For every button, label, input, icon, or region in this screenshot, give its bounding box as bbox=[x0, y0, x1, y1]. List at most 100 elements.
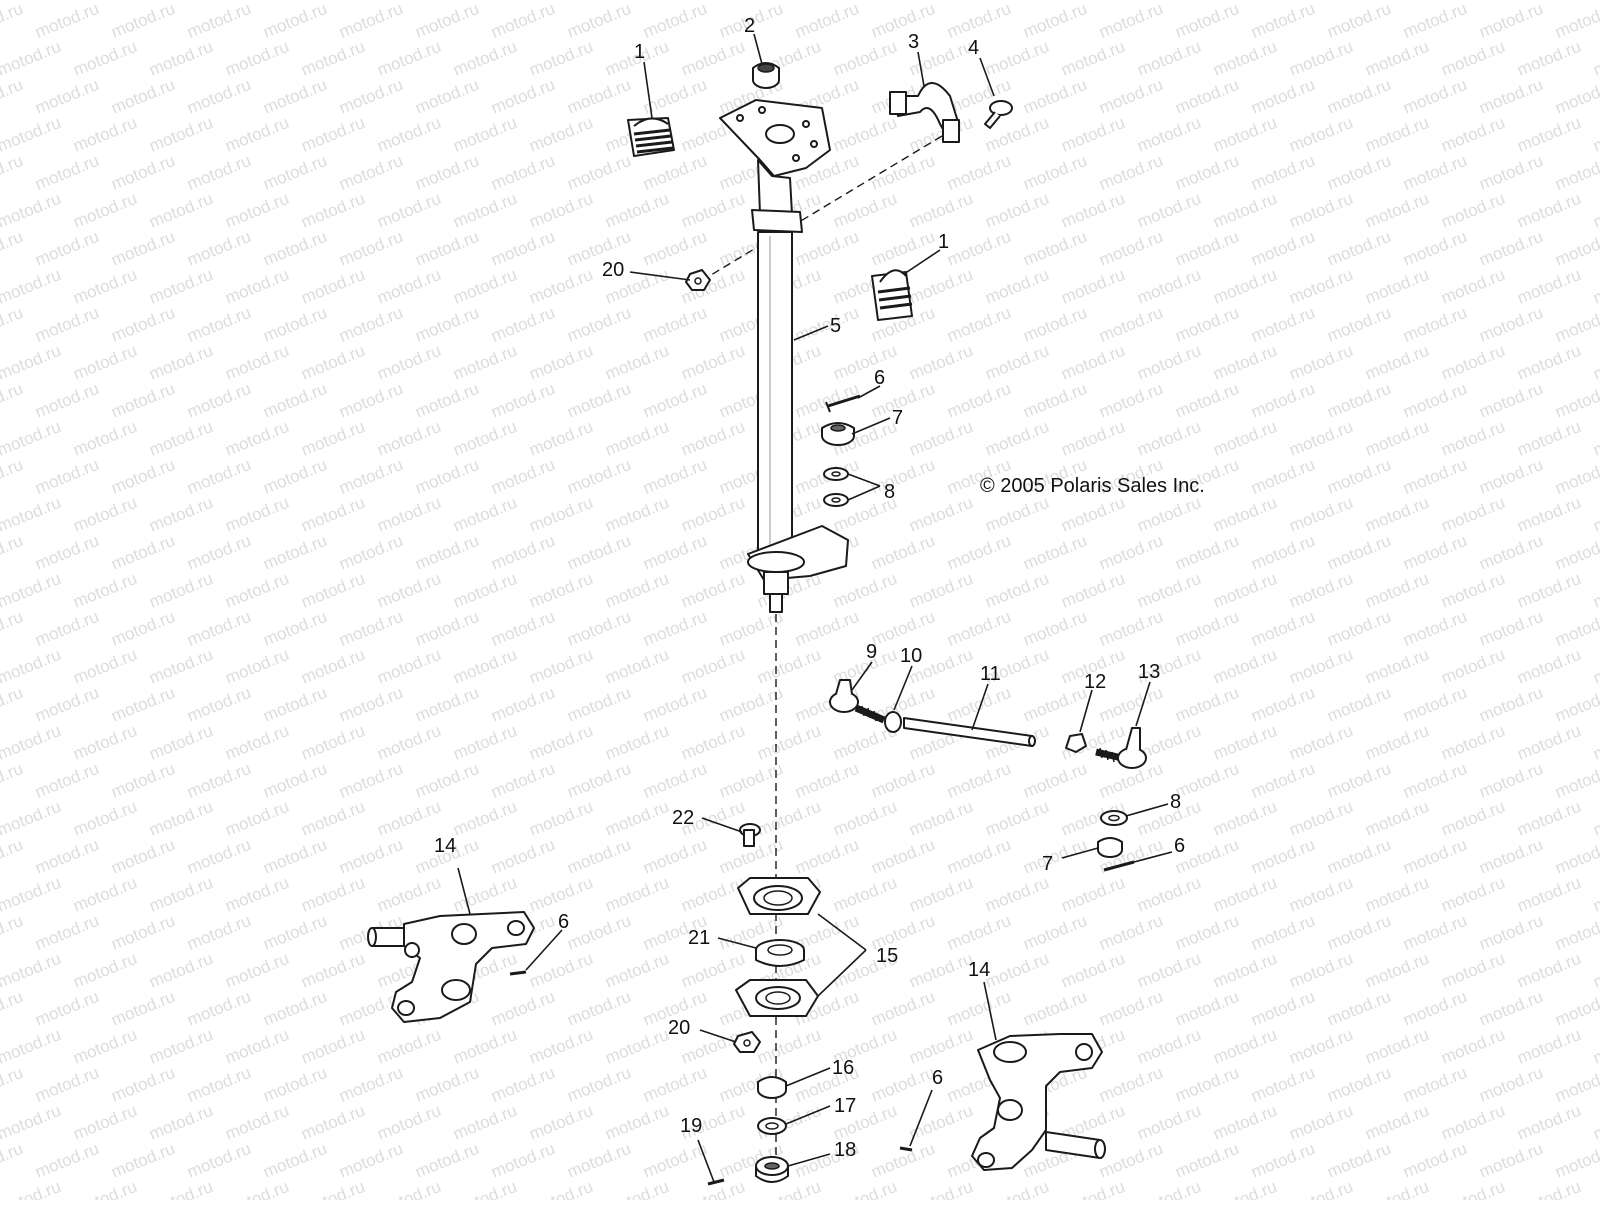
watermark-text: motod.ru bbox=[1400, 303, 1469, 346]
watermark-text: motod.ru bbox=[488, 455, 557, 498]
watermark-text: motod.ru bbox=[1096, 911, 1165, 954]
callout-1: 1 bbox=[938, 231, 949, 253]
watermark-text: motod.ru bbox=[1552, 379, 1600, 422]
watermark-text: motod.ru bbox=[488, 1063, 557, 1106]
watermark-text: motod.ru bbox=[1058, 265, 1127, 308]
watermark-text: motod.ru bbox=[1058, 0, 1127, 4]
watermark-text: motod.ru bbox=[450, 37, 519, 80]
watermark-text: motod.ru bbox=[564, 0, 633, 42]
watermark-text: motod.ru bbox=[1324, 835, 1393, 878]
watermark-text: motod.ru bbox=[450, 569, 519, 612]
watermark-text: motod.ru bbox=[1172, 1139, 1241, 1182]
watermark-text: motod.ru bbox=[336, 683, 405, 726]
watermark-text: motod.ru bbox=[70, 797, 139, 840]
watermark-text: motod.ru bbox=[526, 873, 595, 916]
part-21-bearing bbox=[755, 939, 805, 967]
watermark-text: motod.ru bbox=[1362, 341, 1431, 384]
watermark-text: motod.ru bbox=[1172, 607, 1241, 650]
watermark-text: motod.ru bbox=[260, 531, 329, 574]
watermark-text: motod.ru bbox=[944, 759, 1013, 802]
watermark-text: motod.ru bbox=[184, 911, 253, 954]
watermark-text: motod.ru bbox=[374, 37, 443, 80]
watermark-text: motod.ru bbox=[488, 683, 557, 726]
copyright-notice: © 2005 Polaris Sales Inc. bbox=[980, 475, 1205, 497]
watermark-text: motod.ru bbox=[602, 797, 671, 840]
watermark-text: motod.ru bbox=[1552, 75, 1600, 118]
watermark-text: motod.ru bbox=[412, 683, 481, 726]
watermark-text: motod.ru bbox=[374, 0, 443, 4]
part-11-tie-rod bbox=[903, 717, 1036, 747]
watermark-text: motod.ru bbox=[374, 569, 443, 612]
callout-8: 8 bbox=[884, 481, 895, 503]
watermark-text: motod.ru bbox=[70, 113, 139, 156]
watermark-text: motod.ru bbox=[602, 873, 671, 916]
watermark-text: motod.ru bbox=[1514, 37, 1583, 80]
watermark-text: motod.ru bbox=[830, 341, 899, 384]
part-6-cotter-pin-left bbox=[509, 970, 527, 976]
watermark-text: motod.ru bbox=[1514, 949, 1583, 992]
watermark-text: motod.ru bbox=[602, 0, 671, 4]
watermark-text: motod.ru bbox=[1552, 683, 1600, 726]
watermark-text: motod.ru bbox=[868, 607, 937, 650]
watermark-text: motod.ru bbox=[0, 683, 26, 726]
part-3-clamp bbox=[889, 82, 960, 143]
watermark-text: motod.ru bbox=[564, 911, 633, 954]
watermark-text: motod.ru bbox=[1438, 417, 1507, 460]
watermark-text: motod.ru bbox=[1096, 1063, 1165, 1106]
watermark-text: motod.ru bbox=[1134, 1025, 1203, 1068]
assembly-line-bolt bbox=[705, 135, 943, 279]
watermark-text: motod.ru bbox=[0, 1063, 26, 1106]
watermark-text: motod.ru bbox=[108, 683, 177, 726]
watermark-text: motod.ru bbox=[1248, 987, 1317, 1030]
watermark-text: motod.ru bbox=[1324, 987, 1393, 1030]
watermark-text: motod.ru bbox=[108, 835, 177, 878]
watermark-text: motod.ru bbox=[1324, 531, 1393, 574]
watermark-text: motod.ru bbox=[0, 569, 64, 612]
watermark-text: motod.ru bbox=[0, 341, 64, 384]
watermark-text: motod.ru bbox=[260, 607, 329, 650]
watermark-text: motod.ru bbox=[982, 341, 1051, 384]
watermark-text: motod.ru bbox=[526, 341, 595, 384]
watermark-text: motod.ru bbox=[32, 227, 101, 270]
watermark-text: motod.ru bbox=[450, 189, 519, 232]
watermark-text: motod.ru bbox=[1362, 569, 1431, 612]
watermark-text: motod.ru bbox=[868, 0, 937, 42]
watermark-text: motod.ru bbox=[374, 721, 443, 764]
watermark-text: motod.ru bbox=[222, 721, 291, 764]
watermark-text: motod.ru bbox=[298, 721, 367, 764]
watermark-text: motod.ru bbox=[754, 721, 823, 764]
watermark-text: motod.ru bbox=[298, 949, 367, 992]
watermark-text: motod.ru bbox=[32, 1139, 101, 1182]
watermark-text: motod.ru bbox=[298, 873, 367, 916]
watermark-text: motod.ru bbox=[336, 759, 405, 802]
watermark-text: motod.ru bbox=[1286, 0, 1355, 4]
watermark-text: motod.ru bbox=[1438, 873, 1507, 916]
watermark-text: motod.ru bbox=[0, 949, 64, 992]
watermark-text: motod.ru bbox=[108, 0, 177, 42]
watermark-text: motod.ru bbox=[1286, 569, 1355, 612]
callout-14: 14 bbox=[434, 835, 456, 857]
watermark-text: motod.ru bbox=[526, 645, 595, 688]
watermark-text: motod.ru bbox=[0, 379, 26, 422]
watermark-text: motod.ru bbox=[1172, 379, 1241, 422]
watermark-text: motod.ru bbox=[1552, 0, 1600, 42]
watermark-text: motod.ru bbox=[450, 113, 519, 156]
watermark-text: motod.ru bbox=[1400, 1139, 1469, 1182]
watermark-text: motod.ru bbox=[146, 1101, 215, 1144]
watermark-text: motod.ru bbox=[1210, 265, 1279, 308]
watermark-text: motod.ru bbox=[374, 1025, 443, 1068]
callout-20: 20 bbox=[602, 259, 624, 281]
watermark-text: motod.ru bbox=[602, 1101, 671, 1144]
watermark-text: motod.ru bbox=[374, 873, 443, 916]
watermark-text: motod.ru bbox=[0, 1025, 64, 1068]
watermark-text: motod.ru bbox=[298, 341, 367, 384]
watermark-text: motod.ru bbox=[1020, 227, 1089, 270]
watermark-text: motod.ru bbox=[70, 873, 139, 916]
watermark-text: motod.ru bbox=[1134, 1177, 1203, 1200]
watermark-text: motod.ru bbox=[146, 1025, 215, 1068]
watermark-text: motod.ru bbox=[1590, 797, 1600, 840]
callout-labels: 1 2 3 4 20 1 5 6 7 8 9 10 11 12 13 8 7 6… bbox=[434, 15, 1185, 1161]
watermark-text: motod.ru bbox=[1438, 0, 1507, 4]
watermark-text: motod.ru bbox=[108, 531, 177, 574]
